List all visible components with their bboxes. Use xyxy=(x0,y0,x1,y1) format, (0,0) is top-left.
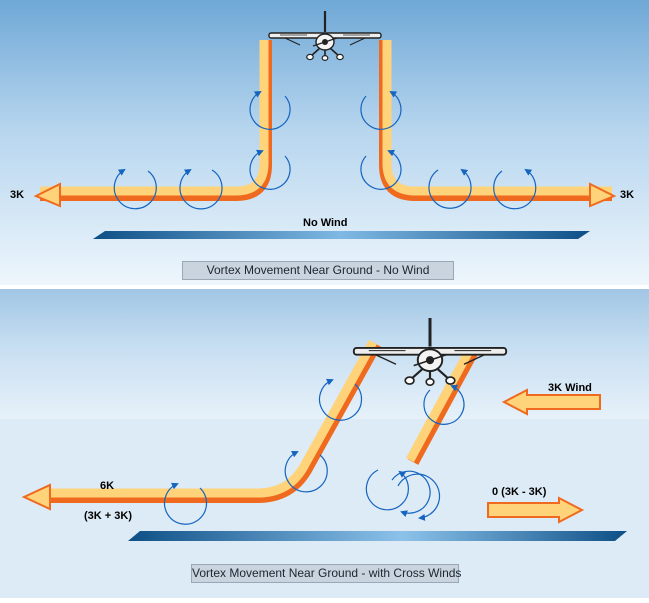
arrow-left-icon xyxy=(33,182,61,208)
vortex-arrow-icon xyxy=(360,149,402,190)
vortex-arrow-icon xyxy=(365,469,409,511)
bottom-wind-label: 3K Wind xyxy=(548,382,592,394)
vortex-arrow-icon xyxy=(318,378,363,421)
top-vortex-group xyxy=(113,90,537,210)
arrow-left-icon xyxy=(21,483,51,511)
vortex-arrow-icon xyxy=(284,451,328,493)
top-right-speed-label: 3K xyxy=(620,189,635,201)
top-ground-strip xyxy=(93,231,590,239)
top-caption: Vortex Movement Near Ground - No Wind xyxy=(182,261,454,280)
bottom-left-formula-label: (3K + 3K) xyxy=(84,510,132,522)
bottom-ground-strip xyxy=(128,531,627,541)
vortex-arrow-icon xyxy=(249,90,291,130)
net-zero-arrow xyxy=(487,496,585,524)
wind-arrow xyxy=(501,388,601,416)
bottom-net-formula-label: 0 (3K - 3K) xyxy=(492,486,547,498)
bottom-right-wake-trail xyxy=(406,348,478,465)
bottom-left-speed-label: 6K xyxy=(100,480,115,492)
bottom-left-wake-trail xyxy=(21,339,382,511)
vortex-arrow-icon xyxy=(249,149,291,190)
top-left-speed-label: 3K xyxy=(10,189,25,201)
vortex-arrow-icon xyxy=(391,470,431,517)
vortex-arrow-icon xyxy=(493,168,537,210)
arrow-right-icon xyxy=(589,182,617,208)
vortex-arrow-icon xyxy=(397,473,441,521)
vortex-arrow-icon xyxy=(163,482,208,525)
top-panel xyxy=(0,0,649,289)
vortex-arrow-icon xyxy=(113,168,157,210)
bottom-caption: Vortex Movement Near Ground - with Cross… xyxy=(191,564,461,583)
vortex-arrow-icon xyxy=(179,168,223,210)
vortex-arrow-icon xyxy=(428,168,472,209)
bottom-panel xyxy=(0,289,649,598)
arrow-right-icon xyxy=(487,496,585,524)
bottom-vortex-group xyxy=(163,378,465,525)
top-wind-label: No Wind xyxy=(303,217,348,229)
arrow-left-icon xyxy=(501,388,601,416)
vortex-arrow-icon xyxy=(360,90,402,130)
vortex-arrow-icon xyxy=(423,384,465,425)
